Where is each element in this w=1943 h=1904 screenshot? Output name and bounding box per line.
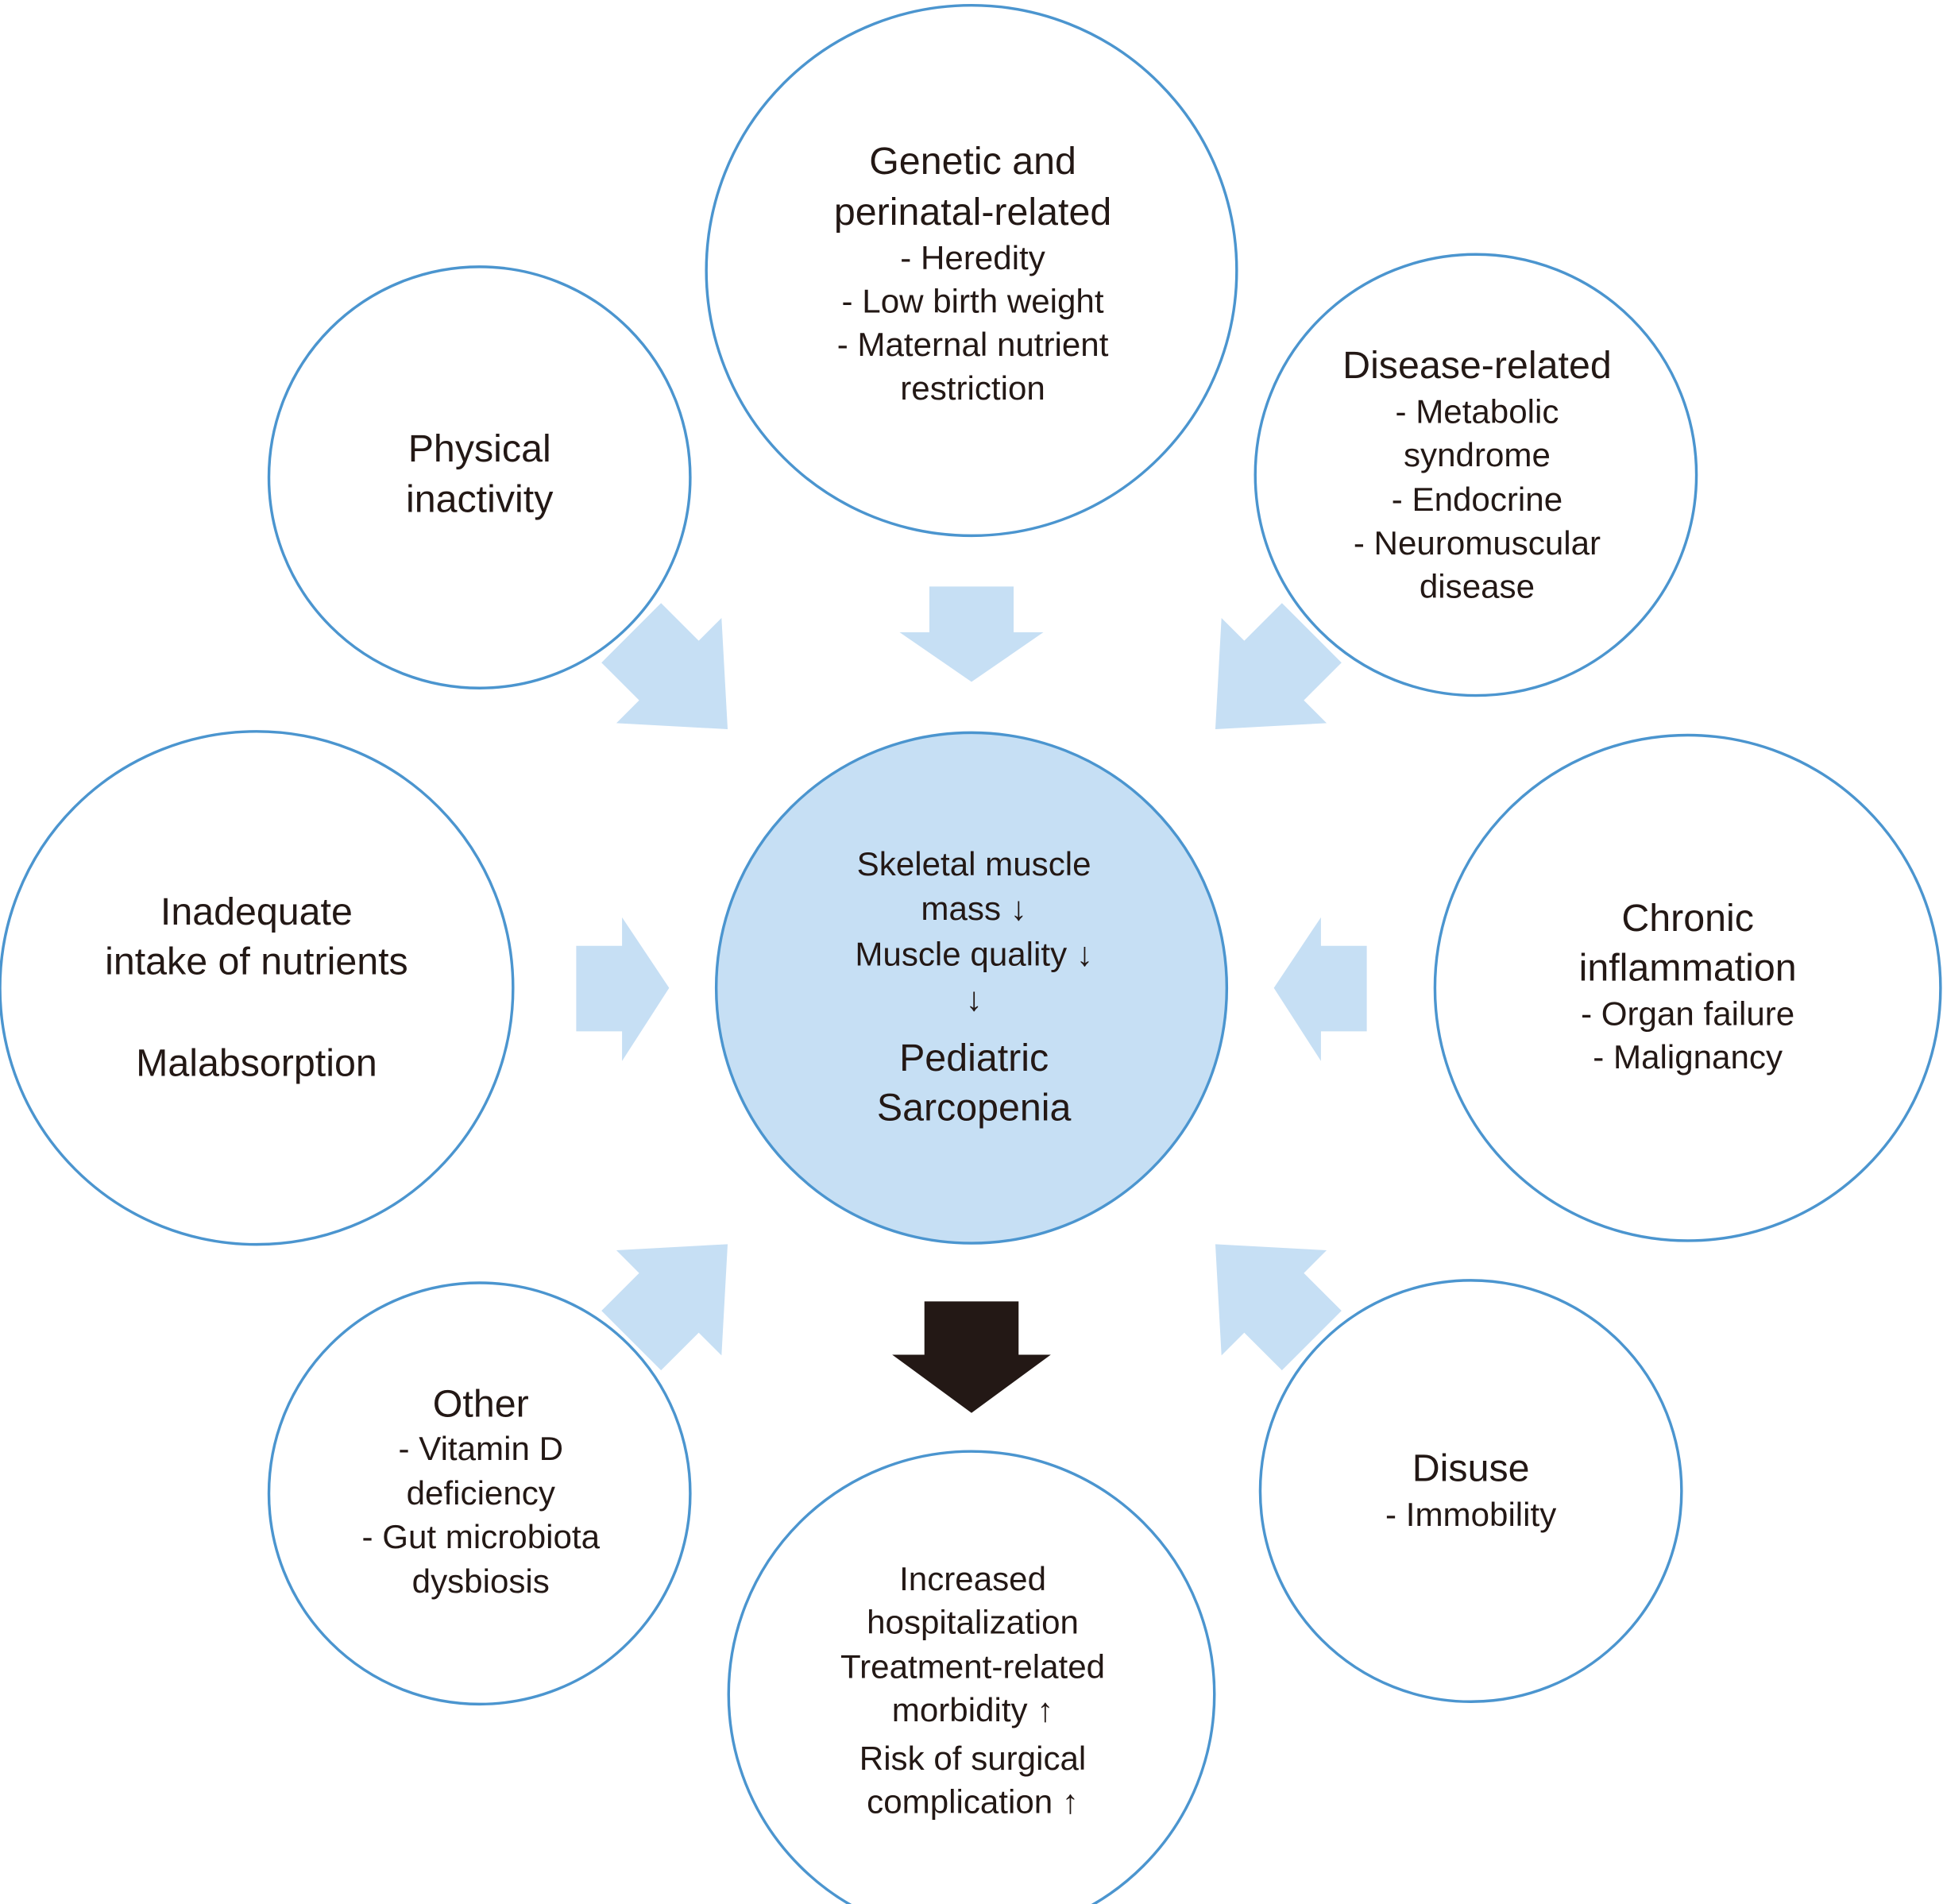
other-item: deficiency (407, 1474, 555, 1512)
genetic-title-2: perinatal-related (834, 191, 1111, 234)
chronic-item: - Organ failure (1581, 995, 1794, 1033)
disuse-text: Disuse - Immobility (1385, 1447, 1556, 1533)
outcome-item: Risk of surgical (859, 1740, 1087, 1777)
disease-item: - Metabolic (1395, 392, 1559, 430)
circle-physical (267, 265, 692, 689)
arrow-from-nutrients (576, 917, 670, 1061)
other-item: - Gut microbiota (361, 1518, 600, 1555)
disease-text: Disease-related - Metabolic syndrome - E… (1342, 344, 1612, 604)
center-line: mass ↓ (921, 890, 1026, 927)
input-arrows (576, 586, 1367, 1371)
genetic-text: Genetic and perinatal-related - Heredity… (834, 140, 1111, 407)
arrow-from-genetic (899, 586, 1044, 682)
chronic-title-1: Chronic (1621, 897, 1754, 940)
nutrients-title-2: intake of nutrients (105, 940, 408, 983)
circle-disease (1253, 253, 1698, 697)
circle-center (714, 731, 1229, 1245)
disease-title: Disease-related (1342, 344, 1612, 387)
chronic-text: Chronic inflammation - Organ failure - M… (1579, 897, 1797, 1076)
disease-item: disease (1420, 567, 1535, 604)
other-text: Other - Vitamin D deficiency - Gut micro… (361, 1382, 600, 1600)
outcome-item: hospitalization (867, 1603, 1079, 1640)
outcome-item: complication ↑ (867, 1783, 1079, 1821)
chronic-item: - Malignancy (1593, 1038, 1783, 1076)
outcome-item: Treatment-related (840, 1648, 1105, 1686)
arrow-to-outcome (892, 1301, 1051, 1413)
disuse-title: Disuse (1412, 1447, 1530, 1490)
outcome-item: morbidity ↑ (892, 1691, 1054, 1728)
outcome-item: Increased (899, 1560, 1046, 1597)
genetic-item: - Heredity (900, 239, 1045, 276)
arrow-from-disuse (1215, 1244, 1342, 1371)
circle-chronic (1433, 733, 1942, 1242)
center-line: Skeletal muscle (857, 845, 1091, 882)
center-line: Muscle quality ↓ (855, 936, 1093, 973)
outcome-text: Increased hospitalization Treatment-rela… (840, 1560, 1105, 1821)
chronic-title-2: inflammation (1579, 946, 1797, 989)
nutrients-title-1: Inadequate (160, 890, 353, 933)
arrow-from-chronic (1273, 917, 1367, 1061)
genetic-item: - Maternal nutrient (837, 326, 1109, 363)
circle-other (267, 1281, 692, 1706)
center-text: Skeletal muscle mass ↓ Muscle quality ↓ … (855, 845, 1093, 1130)
disease-item: syndrome (1404, 436, 1551, 473)
circle-outcome (727, 1450, 1216, 1904)
physical-title-2: inactivity (406, 478, 554, 521)
disuse-item: - Immobility (1385, 1496, 1556, 1533)
circle-nutrients (0, 730, 515, 1246)
arrow-from-physical (601, 603, 728, 730)
center-line: ↓ (966, 980, 983, 1018)
arrow-from-other (601, 1244, 728, 1371)
other-title: Other (433, 1382, 529, 1425)
disease-item: - Neuromuscular (1354, 524, 1601, 562)
other-item: - Vitamin D (399, 1430, 563, 1467)
physical-text: Physical inactivity (406, 427, 554, 521)
other-item: dysbiosis (412, 1562, 550, 1600)
center-title-2: Sarcopenia (877, 1087, 1072, 1130)
circle-genetic (705, 3, 1238, 538)
disease-item: - Endocrine (1392, 481, 1563, 518)
genetic-item: restriction (900, 369, 1045, 407)
arrow-from-disease (1215, 603, 1342, 730)
circle-disuse (1258, 1279, 1683, 1703)
genetic-item: - Low birth weight (842, 283, 1104, 320)
genetic-title-1: Genetic and (869, 140, 1076, 183)
physical-title-1: Physical (408, 427, 551, 470)
center-title-1: Pediatric (899, 1037, 1049, 1079)
nutrients-text: Inadequate intake of nutrients Malabsorp… (105, 890, 408, 1084)
nutrients-title-4: Malabsorption (136, 1041, 377, 1084)
